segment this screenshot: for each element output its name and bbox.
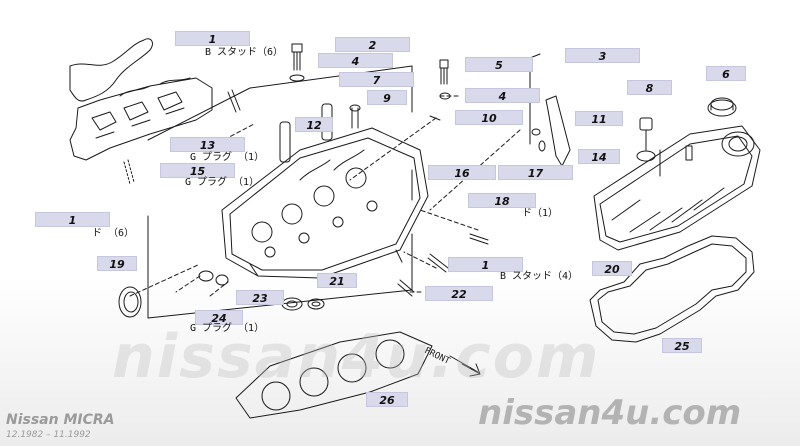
part-label-10[interactable]: 10 — [455, 110, 523, 125]
part-label-19[interactable]: 19 — [97, 256, 137, 271]
head-gasket-drawing — [235, 331, 433, 419]
note-plug-13: G プラグ （1） — [190, 152, 265, 163]
part-label-5[interactable]: 5 — [465, 57, 533, 72]
part-label-1[interactable]: 1 — [175, 31, 250, 46]
part-label-11[interactable]: 11 — [575, 111, 623, 126]
note-d-1: ド（1） — [522, 208, 559, 219]
part-label-14[interactable]: 14 — [578, 149, 620, 164]
model-name: Nissan MICRA — [6, 412, 115, 428]
part-label-23[interactable]: 23 — [236, 290, 284, 305]
note-stud-6: B スタッド（6） — [205, 47, 284, 58]
manifold-drawing — [69, 38, 241, 185]
part-label-6[interactable]: 6 — [706, 66, 746, 81]
nut-8-drawing — [636, 117, 656, 162]
part-label-9[interactable]: 9 — [367, 90, 407, 105]
part-label-25[interactable]: 25 — [662, 338, 702, 353]
part-label-17[interactable]: 17 — [498, 165, 573, 180]
bolt-5-drawing — [439, 59, 451, 100]
part-label-8[interactable]: 8 — [627, 80, 672, 95]
front-arrow-drawing — [449, 355, 481, 377]
oil-seal-drawing — [118, 286, 142, 318]
bolt-2-drawing — [289, 43, 305, 82]
bracket-drawing — [529, 53, 571, 167]
part-label-16[interactable]: 16 — [428, 165, 496, 180]
rocker-gasket-drawing — [589, 235, 755, 343]
part-label-13[interactable]: 13 — [170, 137, 245, 152]
part-label-20[interactable]: 20 — [592, 261, 632, 276]
oil-cap-drawing — [707, 97, 737, 117]
part-label-4[interactable]: 4 — [318, 53, 393, 68]
cylinder-head-drawing — [221, 127, 429, 279]
part-label-1c[interactable]: 1 — [448, 257, 523, 272]
plugs-drawing — [198, 270, 325, 311]
note-plug-24: G プラグ （1） — [190, 323, 265, 334]
part-label-24[interactable]: 24 — [195, 310, 243, 325]
part-label-22[interactable]: 22 — [425, 286, 493, 301]
part-label-7[interactable]: 7 — [339, 72, 414, 87]
part-label-4b[interactable]: 4 — [465, 88, 540, 103]
part-label-21[interactable]: 21 — [317, 273, 357, 288]
part-label-18[interactable]: 18 — [468, 193, 536, 208]
note-plug-15: G プラグ （1） — [185, 177, 260, 188]
note-stud-4: B スタッド（4） — [500, 271, 579, 282]
part-label-12[interactable]: 12 — [295, 117, 333, 132]
rocker-cover-drawing — [593, 125, 761, 251]
part-label-3[interactable]: 3 — [565, 48, 640, 63]
part-label-15[interactable]: 15 — [160, 163, 235, 178]
note-d-6: ド （6） — [92, 228, 135, 239]
watermark-bottom-right: nissan4u.com — [478, 393, 742, 433]
part-label-1b[interactable]: 1 — [35, 212, 110, 227]
production-dates: 12.1982 – 11.1992 — [6, 430, 91, 440]
part-label-26[interactable]: 26 — [366, 392, 408, 407]
part-label-2[interactable]: 2 — [335, 37, 410, 52]
watermark-center: nissan4u.com — [112, 322, 601, 392]
shafts-drawing — [279, 103, 361, 163]
studs-drawing — [397, 115, 489, 297]
assembly-box — [147, 65, 413, 319]
